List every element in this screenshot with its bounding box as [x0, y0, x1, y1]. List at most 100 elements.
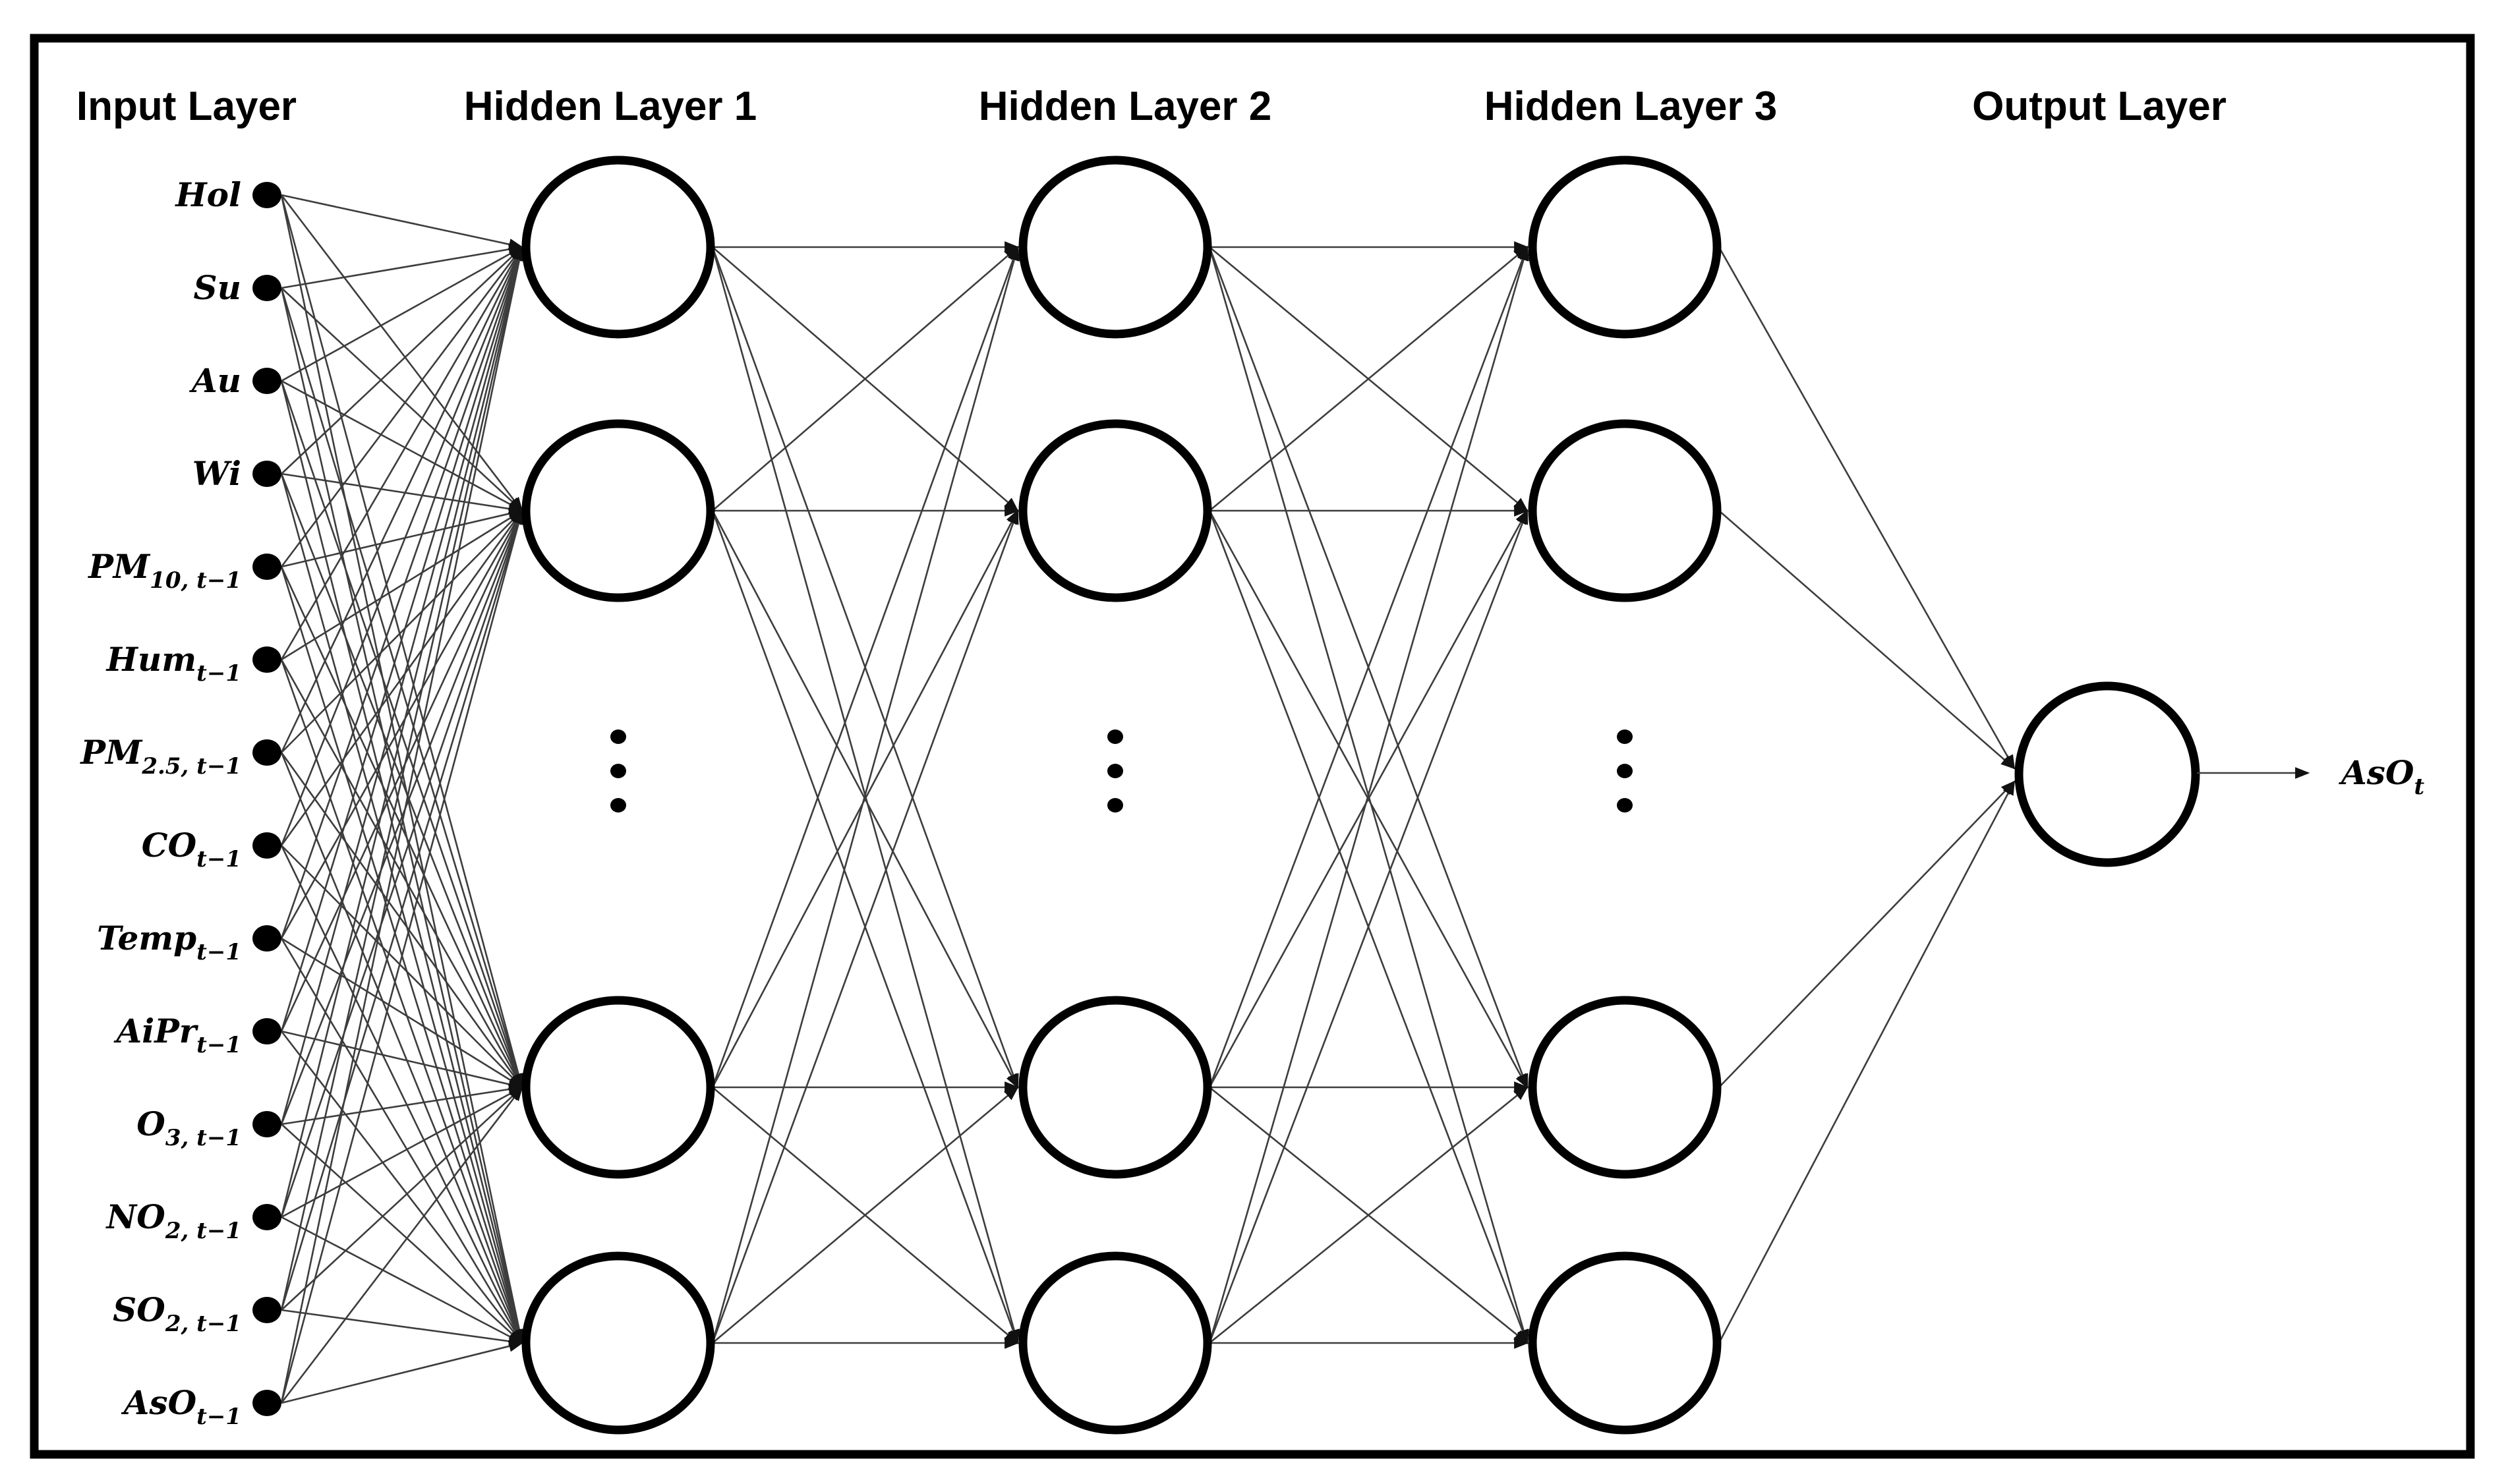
edge-input-hidden1 — [280, 1086, 523, 1404]
input-label-base: Au — [189, 361, 241, 400]
hidden-node — [1018, 996, 1212, 1179]
edge-hidden1-hidden2 — [712, 246, 1019, 511]
edge-hidden2-hidden3 — [1209, 1086, 1529, 1344]
edge-input-hidden1 — [280, 509, 523, 846]
input-label: Au — [189, 361, 241, 400]
layer-title-input: Input Layer — [76, 84, 297, 129]
edge-hidden1-hidden2 — [711, 509, 1019, 1344]
input-label-subscript: 2, t−1 — [165, 1218, 241, 1244]
edge-input-hidden1 — [280, 245, 525, 1125]
input-label: Wi — [192, 454, 241, 493]
input-label: Humt−1 — [105, 640, 241, 687]
edge-input-hidden1 — [281, 1086, 523, 1218]
input-node — [252, 554, 281, 580]
edge-hidden1-hidden2 — [711, 509, 1019, 1088]
edge-input-hidden1 — [280, 246, 523, 567]
edge-input-hidden1 — [280, 245, 523, 846]
edge-input-hidden1 — [280, 659, 523, 1345]
edge-input-hidden1 — [280, 752, 523, 1345]
edge-input-hidden1 — [280, 509, 523, 1125]
input-label-base: NO — [105, 1197, 166, 1236]
hidden-node — [521, 156, 715, 339]
input-label: PM10, t−1 — [87, 547, 241, 594]
edge-hidden1-hidden2 — [711, 245, 1019, 1088]
edge-input-hidden1 — [281, 1340, 524, 1404]
edge-hidden2-hidden3 — [1208, 245, 1529, 1088]
input-label-subscript: t−1 — [196, 1032, 241, 1058]
edge-input-hidden1 — [280, 245, 523, 939]
input-label: Hol — [174, 175, 241, 214]
edge-input-hidden1 — [280, 245, 525, 1218]
edge-hidden2-hidden3 — [1208, 245, 1529, 1344]
ellipsis-dot — [1107, 729, 1123, 744]
hidden-node — [1018, 1251, 1212, 1435]
hidden-node — [521, 1251, 715, 1435]
edge-input-hidden1 — [281, 287, 523, 512]
ellipsis-dot — [1107, 798, 1123, 813]
output-label-base: AsO — [2339, 753, 2414, 792]
input-label-subscript: 2.5, t−1 — [141, 753, 241, 780]
layer-title-output: Output Layer — [1972, 84, 2227, 129]
input-node — [252, 1390, 281, 1416]
edge-input-hidden1 — [280, 245, 525, 1404]
edge-input-hidden1 — [280, 509, 523, 1032]
layer-title-hidden-1: Hidden Layer 1 — [464, 84, 757, 129]
output-node — [2014, 681, 2200, 867]
edge-input-hidden1 — [281, 1083, 524, 1126]
edge-input-hidden1 — [280, 509, 525, 1404]
edge-hidden1-hidden2 — [711, 245, 1020, 1344]
edge-input-hidden1 — [281, 937, 523, 1089]
hidden-node — [1528, 1251, 1722, 1435]
hidden-node — [1018, 419, 1212, 602]
input-label-subscript: t−1 — [196, 660, 241, 687]
edge-hidden2-hidden3 — [1208, 509, 1529, 1088]
input-label-base: Su — [194, 268, 241, 307]
input-node — [252, 275, 281, 301]
ellipsis-dot — [1617, 764, 1633, 778]
edge-input-hidden1 — [281, 1309, 524, 1348]
input-node — [252, 646, 281, 673]
edge-input-hidden1 — [280, 246, 523, 660]
edge-input-hidden1 — [280, 1031, 523, 1344]
ellipsis-dot — [610, 729, 626, 744]
hidden-node — [1528, 419, 1722, 602]
layer-title-hidden-2: Hidden Layer 2 — [979, 84, 1271, 129]
output-label: AsOt — [2339, 753, 2425, 800]
input-label-base: AsO — [121, 1383, 197, 1422]
edge-input-hidden1 — [280, 245, 525, 1311]
input-label-base: AiPr — [113, 1012, 198, 1050]
input-node — [252, 832, 281, 859]
input-label-base: PM — [87, 547, 151, 586]
input-label-base: PM — [79, 733, 143, 772]
figure-border — [30, 34, 2475, 1459]
hidden-node — [1528, 156, 1722, 339]
edge-hidden2-hidden3 — [1208, 509, 1529, 1344]
input-label: O3, t−1 — [136, 1104, 241, 1151]
edge-hidden3-output — [1718, 780, 2016, 1088]
input-label-base: O — [136, 1104, 165, 1143]
input-node — [252, 1018, 281, 1044]
edge-input-hidden1 — [281, 1124, 523, 1344]
edge-input-hidden1 — [280, 659, 523, 1089]
ellipsis-dot — [610, 764, 626, 778]
edge-input-hidden1 — [280, 194, 523, 512]
input-label-base: SO — [113, 1290, 165, 1329]
edge-input-hidden1 — [280, 509, 524, 1311]
ellipsis-dot — [1617, 798, 1633, 813]
hidden-node — [521, 996, 715, 1179]
ellipsis-dot — [610, 798, 626, 813]
edge-input-hidden1 — [280, 938, 523, 1344]
input-label: COt−1 — [142, 826, 241, 872]
edge-input-hidden1 — [281, 194, 524, 250]
edge-input-hidden1 — [281, 507, 524, 568]
input-node — [252, 1111, 281, 1137]
edge-input-hidden1 — [280, 509, 523, 939]
input-label: NO2, t−1 — [105, 1197, 241, 1244]
input-label-subscript: 2, t−1 — [165, 1311, 241, 1337]
edge-input-hidden1 — [281, 243, 524, 289]
input-label-subscript: 10, t−1 — [150, 567, 241, 594]
layer-title-hidden-3: Hidden Layer 3 — [1484, 84, 1777, 129]
edge-input-hidden1 — [281, 1216, 523, 1344]
input-label: Su — [194, 268, 241, 307]
